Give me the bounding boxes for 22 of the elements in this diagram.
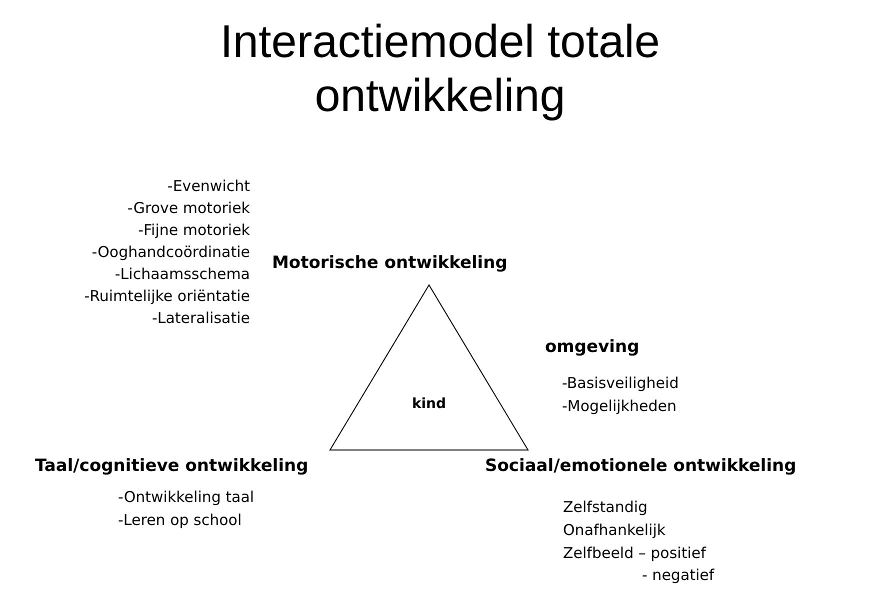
- diagram-title: Interactiemodel totale ontwikkeling: [220, 14, 660, 122]
- section-heading: Motorische ontwikkeling: [272, 253, 508, 273]
- list-item: -Fijne motoriek: [138, 220, 250, 240]
- list-item: -Evenwicht: [167, 176, 250, 196]
- list-item: -Ontwikkeling taal: [118, 487, 254, 507]
- list-item: Zelfstandig: [563, 497, 648, 517]
- section-heading: omgeving: [545, 337, 640, 357]
- node-label: kind: [412, 394, 446, 414]
- triangle-shape: [330, 285, 528, 450]
- list-item: -Lateralisatie: [152, 308, 250, 328]
- list-item: -Basisveiligheid: [562, 373, 679, 393]
- list-item: -Ooghandcoördinatie: [92, 242, 250, 262]
- list-item: -Mogelijkheden: [562, 396, 676, 416]
- list-item: -Leren op school: [118, 510, 242, 530]
- list-item: -Ruimtelijke oriëntatie: [84, 286, 250, 306]
- section-heading: Taal/cognitieve ontwikkeling: [35, 456, 308, 476]
- list-item: -Grove motoriek: [127, 198, 250, 218]
- list-item: Zelfbeeld – positief: [563, 543, 706, 563]
- list-item: - negatief: [642, 565, 714, 585]
- list-item: -Lichaamsschema: [114, 264, 250, 284]
- section-heading: Sociaal/emotionele ontwikkeling: [485, 456, 796, 476]
- list-item: Onafhankelijk: [563, 520, 666, 540]
